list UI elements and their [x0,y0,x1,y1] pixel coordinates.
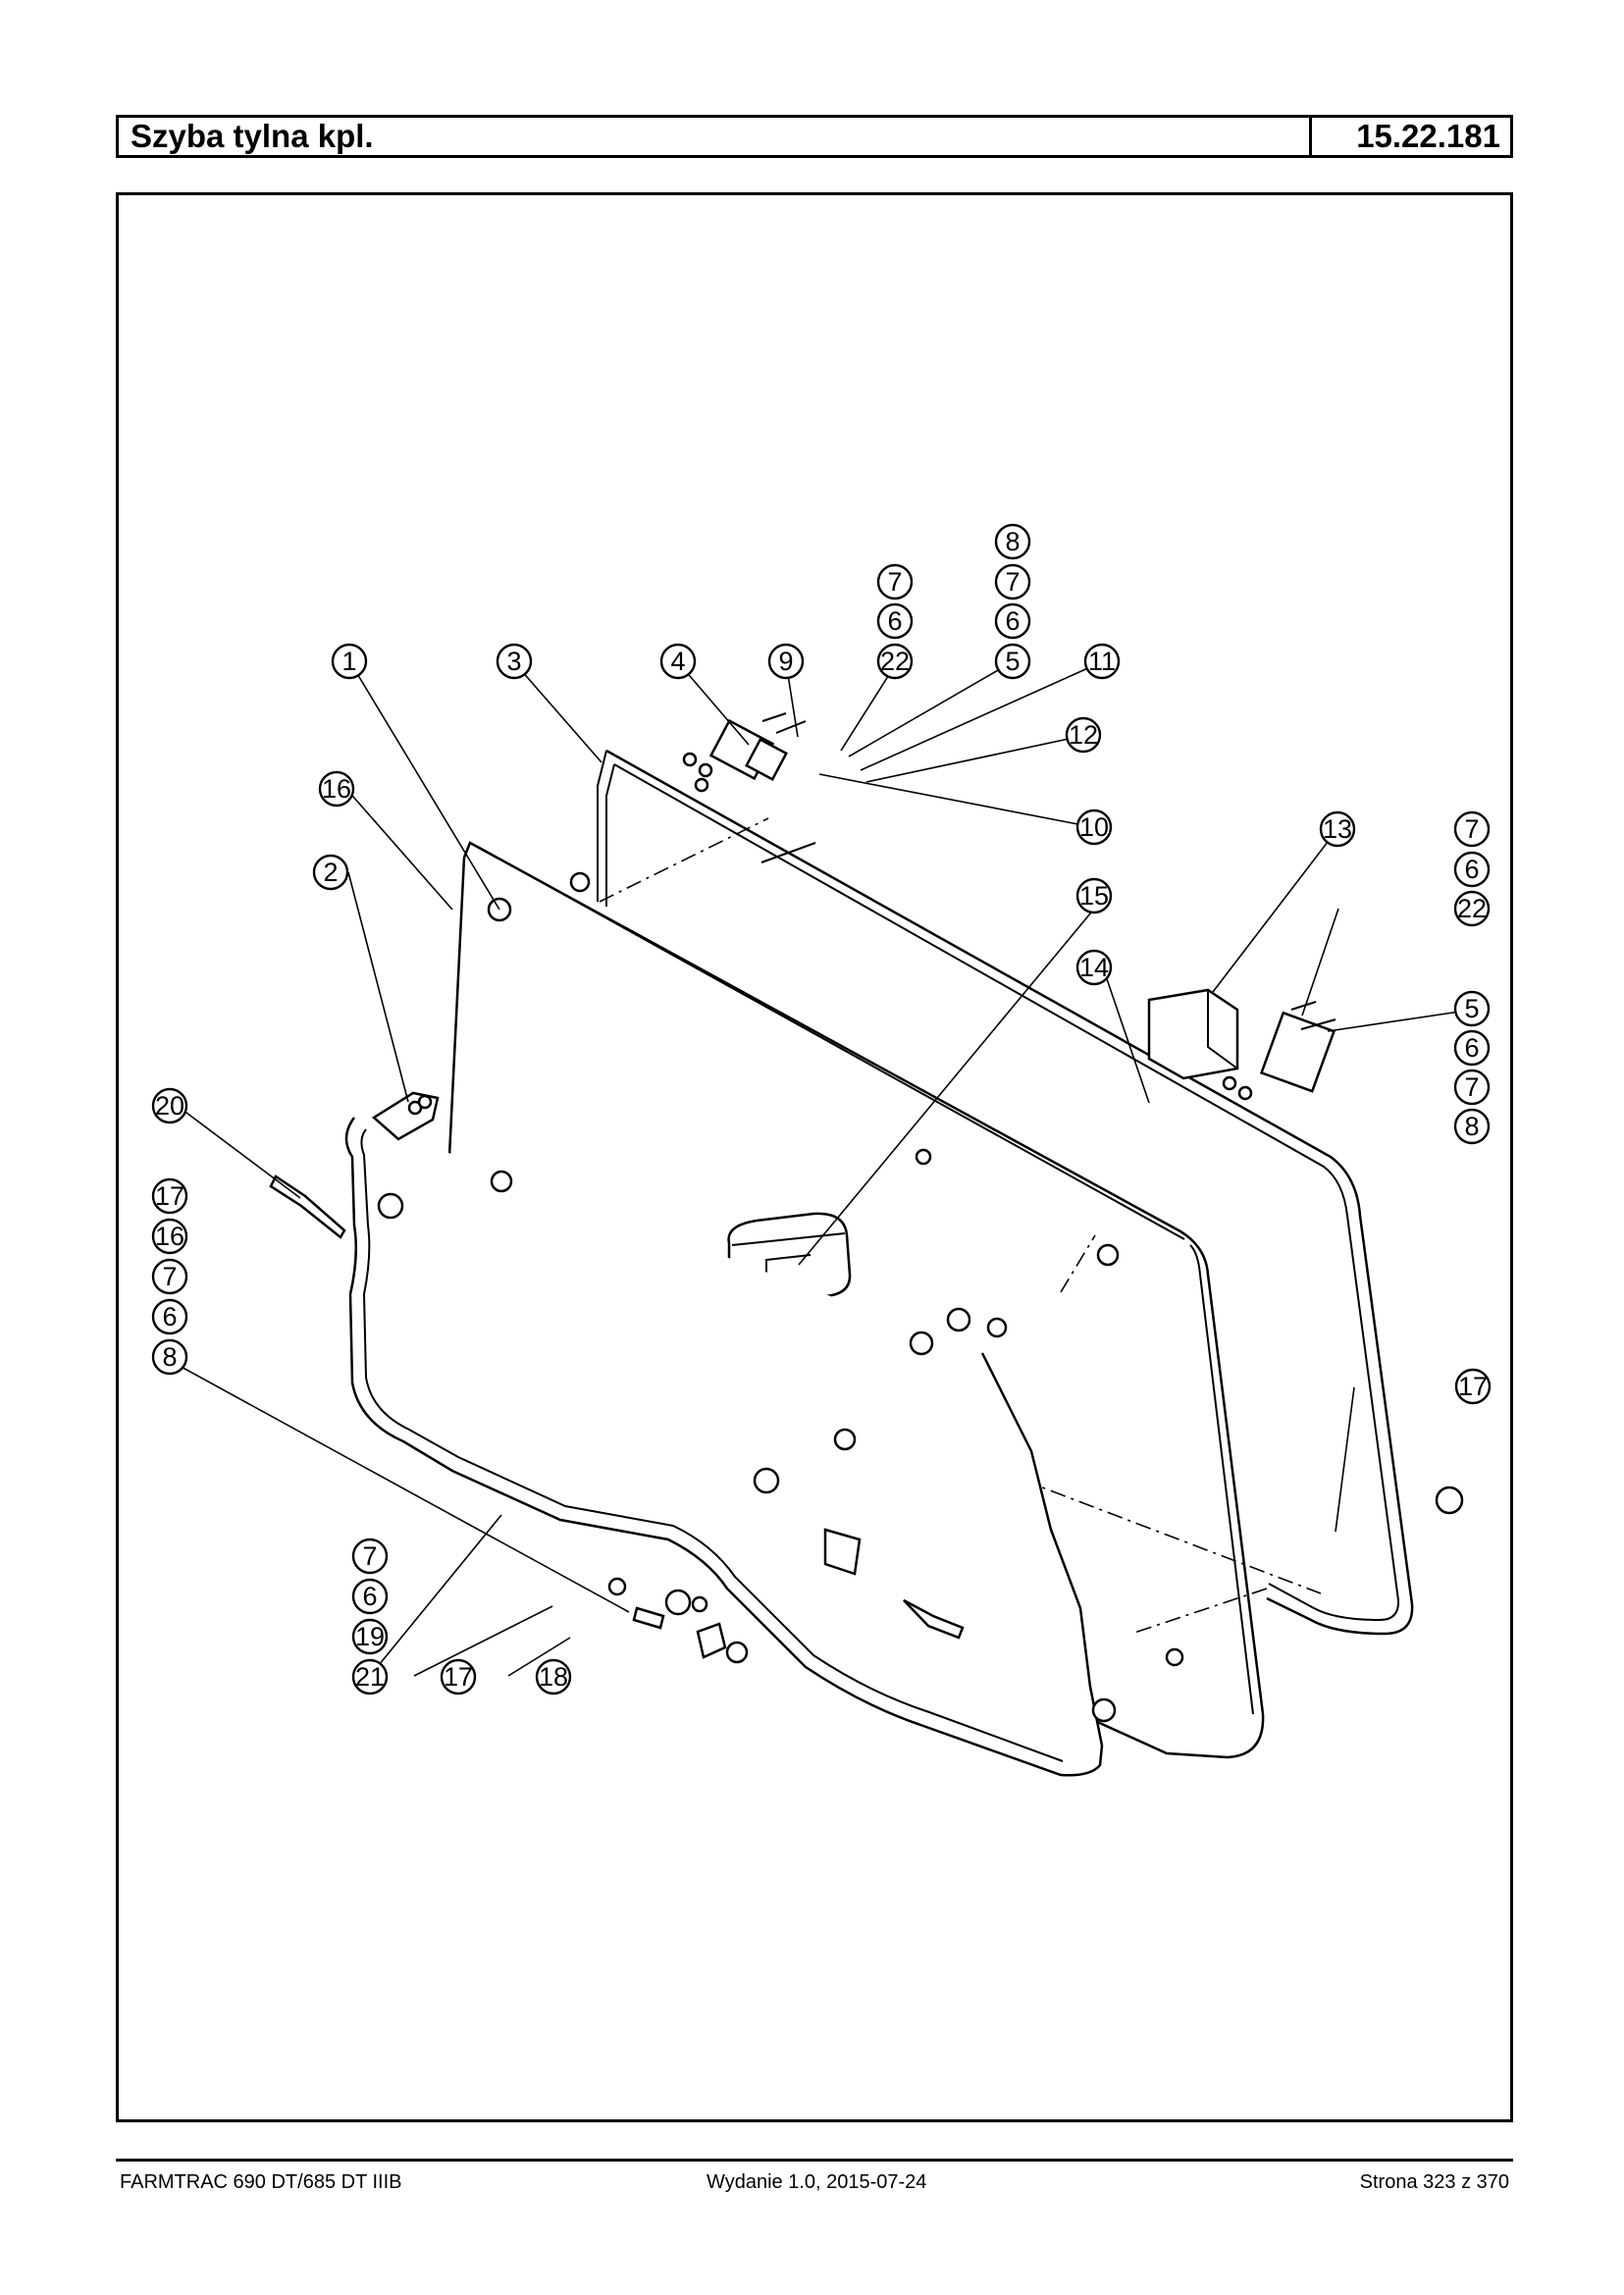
svg-text:18: 18 [539,1662,568,1692]
callout-6-top-a: 6 [876,602,914,640]
page-number: Strona 323 z 370 [1359,2171,1509,2193]
callout-8-right: 8 [1453,1108,1491,1145]
svg-text:17: 17 [444,1662,473,1692]
callout-20: 20 [151,1087,188,1124]
svg-text:22: 22 [1457,894,1487,923]
svg-text:13: 13 [1323,814,1352,844]
part-number: 15.22.181 [1356,118,1500,154]
svg-text:15: 15 [1079,881,1109,911]
callout-17-bottom: 17 [440,1658,477,1695]
callout-1: 1 [331,643,368,680]
callout-7-right-b: 7 [1453,1069,1491,1106]
svg-text:9: 9 [778,647,793,676]
callout-9: 9 [767,643,805,680]
callout-6-bottom: 6 [351,1578,389,1615]
fasteners [269,842,1464,1723]
svg-text:6: 6 [1005,606,1020,636]
svg-text:20: 20 [155,1091,184,1121]
callout-6-top-b: 6 [994,602,1031,640]
callout-5-right: 5 [1453,990,1491,1027]
callout-8-top: 8 [994,523,1031,560]
svg-text:7: 7 [362,1541,377,1571]
model-label: FARMTRAC 690 DT/685 DT IIIB [120,2171,402,2193]
callout-7-right-a: 7 [1453,810,1491,848]
svg-text:7: 7 [1464,814,1479,844]
callout-6-right-a: 6 [1453,851,1491,888]
callout-3: 3 [496,643,533,680]
svg-text:17: 17 [155,1181,184,1211]
svg-text:11: 11 [1088,647,1116,676]
svg-text:5: 5 [1005,647,1020,676]
callout-15: 15 [1075,877,1113,914]
svg-text:7: 7 [887,567,902,597]
wiper-motor [1147,988,1336,1101]
callout-7-top-b: 7 [994,563,1031,600]
exploded-diagram: 1 3 4 9 22 6 7 5 6 7 8 11 12 10 16 2 15 … [151,523,1492,1777]
callout-2: 2 [312,854,349,891]
svg-text:7: 7 [162,1262,177,1291]
svg-text:6: 6 [1464,855,1479,884]
callout-13: 13 [1319,810,1356,848]
svg-text:3: 3 [506,647,521,676]
svg-text:7: 7 [1005,567,1020,597]
callout-4: 4 [659,643,697,680]
page-title: Szyba tylna kpl. [119,118,1312,155]
svg-text:17: 17 [1458,1372,1488,1401]
callout-5-top: 5 [994,643,1031,680]
callout-7-left: 7 [151,1258,188,1295]
callout-19: 19 [351,1618,389,1655]
callout-17-left: 17 [151,1177,188,1215]
svg-text:2: 2 [323,858,338,887]
svg-text:4: 4 [670,647,685,676]
svg-text:8: 8 [1464,1112,1479,1141]
svg-text:8: 8 [1005,527,1020,556]
callout-22-right: 22 [1453,890,1491,927]
svg-text:7: 7 [1464,1072,1479,1102]
callout-21: 21 [351,1658,389,1695]
svg-text:5: 5 [1464,994,1479,1023]
svg-text:19: 19 [355,1622,385,1651]
callout-10: 10 [1075,808,1113,846]
callout-16-top: 16 [318,770,355,808]
callout-16-left: 16 [151,1218,188,1255]
svg-text:21: 21 [355,1662,385,1692]
callout-7-top-a: 7 [876,563,914,600]
svg-text:6: 6 [887,606,902,636]
exploded-diagram-frame: 1 3 4 9 22 6 7 5 6 7 8 11 12 10 16 2 15 … [116,192,1513,2122]
callout-14: 14 [1075,949,1113,986]
callout-group: 1 3 4 9 22 6 7 5 6 7 8 11 12 10 16 2 15 … [151,523,1492,1695]
page-header: Szyba tylna kpl. 15.22.181 [116,115,1513,158]
page-footer: FARMTRAC 690 DT/685 DT IIIB Wydanie 1.0,… [116,2159,1513,2198]
svg-text:12: 12 [1069,720,1098,750]
svg-text:10: 10 [1079,812,1109,842]
svg-text:16: 16 [322,774,351,804]
edition-label: Wydanie 1.0, 2015-07-24 [707,2171,927,2193]
callout-18: 18 [535,1658,572,1695]
callout-8-left: 8 [151,1338,188,1376]
callout-17-right: 17 [1454,1368,1492,1405]
callout-7-bottom: 7 [351,1538,389,1575]
svg-text:16: 16 [155,1222,184,1251]
callout-6-left: 6 [151,1298,188,1335]
svg-text:14: 14 [1079,953,1109,982]
svg-text:6: 6 [362,1582,377,1611]
svg-text:8: 8 [162,1342,177,1372]
svg-text:22: 22 [880,647,910,676]
callout-11: 11 [1083,643,1121,680]
svg-text:6: 6 [162,1302,177,1331]
callout-6-right-b: 6 [1453,1029,1491,1067]
svg-text:6: 6 [1464,1033,1479,1063]
callout-12: 12 [1065,716,1102,754]
svg-text:1: 1 [341,647,356,676]
callout-22-top: 22 [876,643,914,680]
hinge-top [682,712,807,793]
